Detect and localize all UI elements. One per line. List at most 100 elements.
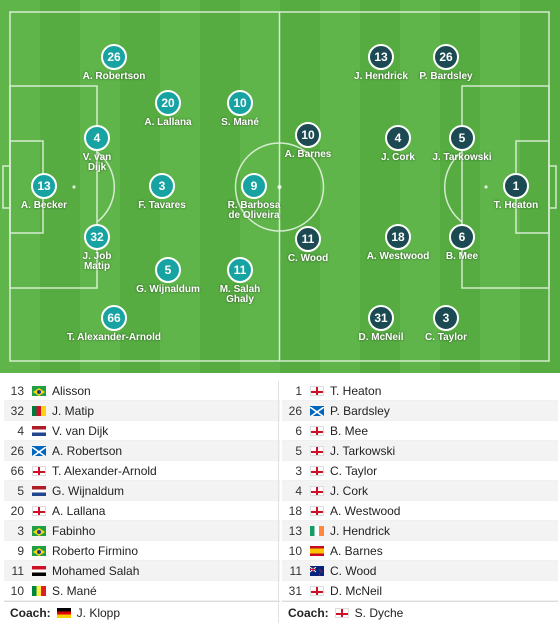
player-name[interactable]: V. van Dijk [52,423,109,438]
player-name: C. Taylor [424,332,468,343]
lineup-row[interactable]: 20 A. Lallana [4,501,280,521]
brazil-flag-icon [32,525,46,536]
shirt-number: 13 [10,383,24,398]
shirt-number-badge: 5 [155,257,181,283]
lineup-row[interactable]: 6 B. Mee [282,421,558,441]
shirt-number: 6 [295,423,302,438]
player-name: B. Mee [445,251,479,262]
player-name[interactable]: Roberto Firmino [52,543,139,558]
player-name[interactable]: A. Robertson [52,443,123,458]
shirt-number-badge: 13 [31,173,57,199]
player-name: G. Wijnaldum [136,284,200,295]
player-name[interactable]: T. Heaton [330,383,382,398]
shirt-number-badge: 11 [295,226,321,252]
coach-name[interactable]: S. Dyche [354,605,404,620]
player-name[interactable]: J. Cork [330,483,369,498]
player-name[interactable]: B. Mee [330,423,369,438]
england-flag-icon [32,465,46,476]
player-name[interactable]: J. Tarkowski [330,443,396,458]
lineup-row[interactable]: 66 T. Alexander-Arnold [4,461,280,481]
player-name[interactable]: C. Wood [330,563,377,578]
player-name[interactable]: P. Bardsley [330,403,390,418]
player-name[interactable]: Alisson [52,383,91,398]
player-name: D. McNeil [358,332,404,343]
shirt-number: 11 [11,563,24,578]
player-name[interactable]: A. Barnes [330,543,383,558]
lineup-row[interactable]: 11 Mohamed Salah [4,561,280,581]
coach-label: Coach: [288,605,329,620]
shirt-number-badge: 18 [385,224,411,250]
player-name[interactable]: G. Wijnaldum [52,483,125,498]
player-name[interactable]: Fabinho [52,523,96,538]
england-flag-icon [310,445,324,456]
shirt-number: 66 [10,463,24,478]
shirt-number: 18 [288,503,302,518]
player-name: J. Tarkowski [432,152,492,163]
shirt-number: 1 [295,383,302,398]
lineup-row[interactable]: 1 T. Heaton [282,381,558,401]
player-name[interactable]: A. Lallana [52,503,106,518]
coach-name[interactable]: J. Klopp [76,605,121,620]
player-name[interactable]: D. McNeil [330,583,383,598]
lineup-row[interactable]: 18 A. Westwood [282,501,558,521]
player-name[interactable]: Mohamed Salah [52,563,140,578]
brazil-flag-icon [32,545,46,556]
shirt-number: 20 [10,503,24,518]
player-name[interactable]: J. Matip [52,403,95,418]
ireland-flag-icon [310,525,324,536]
england-flag-icon [310,465,324,476]
player-name: J. Cork [381,152,415,163]
player-name[interactable]: A. Westwood [330,503,401,518]
shirt-number: 4 [17,423,24,438]
player-name[interactable]: T. Alexander-Arnold [52,463,157,478]
shirt-number-badge: 20 [155,90,181,116]
player-name[interactable]: C. Taylor [330,463,378,478]
lineup-row[interactable]: 10 A. Barnes [282,541,558,561]
shirt-number-badge: 9 [241,173,267,199]
lineup-row[interactable]: 13 Alisson [4,381,280,401]
lineup-row[interactable]: 4 V. van Dijk [4,421,280,441]
shirt-number-badge: 66 [101,305,127,331]
player-name[interactable]: S. Mané [52,583,97,598]
player-name: A. Westwood [366,251,430,262]
player-name[interactable]: J. Hendrick [330,523,391,538]
shirt-number: 10 [288,543,302,558]
home-coach-row: Coach:J. Klopp [4,601,280,623]
